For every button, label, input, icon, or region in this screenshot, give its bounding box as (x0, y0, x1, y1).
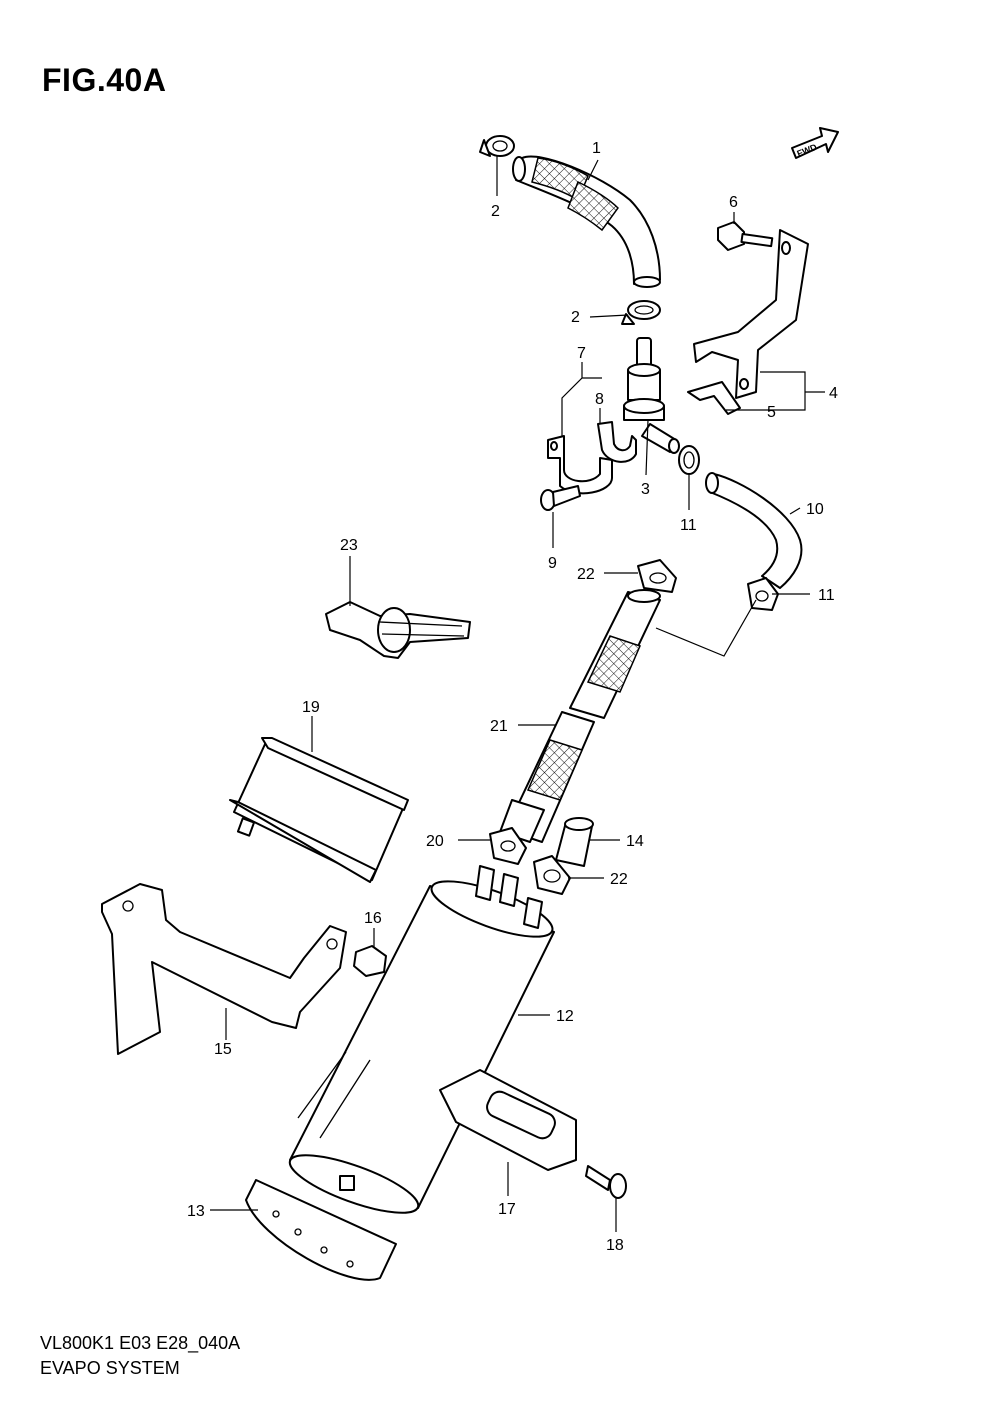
callout-7: 7 (577, 345, 586, 362)
callout-20: 20 (426, 833, 444, 850)
part-20-clamp (489, 827, 527, 865)
callout-21: 21 (490, 718, 508, 735)
part-10-hose (705, 472, 803, 589)
callout-16: 16 (364, 910, 382, 927)
part-5-clip (687, 381, 741, 415)
callout-6: 6 (729, 194, 738, 211)
callout-18: 18 (606, 1237, 624, 1254)
callout-2-upper: 2 (491, 203, 500, 220)
part-9-screw (540, 485, 581, 511)
part-1-hose (512, 155, 661, 288)
callout-11-lower: 11 (818, 587, 835, 604)
callout-19: 19 (302, 699, 320, 716)
part-15-bracket (101, 883, 347, 1055)
figure-title: FIG.40A (42, 62, 167, 98)
callout-4: 4 (829, 385, 838, 402)
callout-22-upper: 22 (577, 566, 595, 583)
part-4-bracket (693, 229, 809, 399)
fwd-arrow-icon: FWD (791, 127, 839, 159)
callout-5: 5 (767, 404, 776, 421)
leader-lines (210, 156, 825, 1232)
callout-13: 13 (187, 1203, 205, 1220)
part-23-holder (325, 601, 471, 659)
part-21-hose (499, 589, 661, 843)
part-18-screw (585, 1165, 627, 1199)
part-8-clamp (597, 421, 637, 463)
part-14-cap (555, 817, 594, 867)
part-19-cover (229, 737, 409, 883)
part-16-bolt (353, 945, 387, 977)
callout-22-lower: 22 (610, 871, 628, 888)
callout-23: 23 (340, 537, 358, 554)
model-code-label: VL800K1 E03 E28_040A (40, 1333, 241, 1353)
part-11-clamp-upper (678, 445, 700, 475)
callout-2-lower: 2 (571, 309, 580, 326)
callout-17: 17 (498, 1201, 516, 1218)
part-12-canister (288, 865, 555, 1214)
callout-9: 9 (548, 555, 557, 572)
callout-12: 12 (556, 1008, 574, 1025)
part-17-strap (439, 1069, 577, 1171)
callout-1: 1 (592, 140, 601, 157)
part-22-clamp-lower (533, 855, 571, 895)
part-2-clamp-lower (621, 300, 661, 325)
callout-15: 15 (214, 1041, 232, 1058)
part-22-clamp-upper (637, 559, 677, 593)
part-3-valve (623, 337, 680, 454)
callout-3: 3 (641, 481, 650, 498)
callout-11-upper: 11 (680, 517, 697, 534)
callout-14: 14 (626, 833, 644, 850)
callout-labels: 1 2 2 3 4 5 6 7 8 9 10 11 11 12 13 14 15… (187, 140, 838, 1254)
callout-10: 10 (806, 501, 824, 518)
section-name-label: EVAPO SYSTEM (40, 1358, 180, 1378)
part-6-bolt (717, 221, 774, 251)
callout-8: 8 (595, 391, 604, 408)
part-2-clamp-upper (479, 135, 515, 157)
